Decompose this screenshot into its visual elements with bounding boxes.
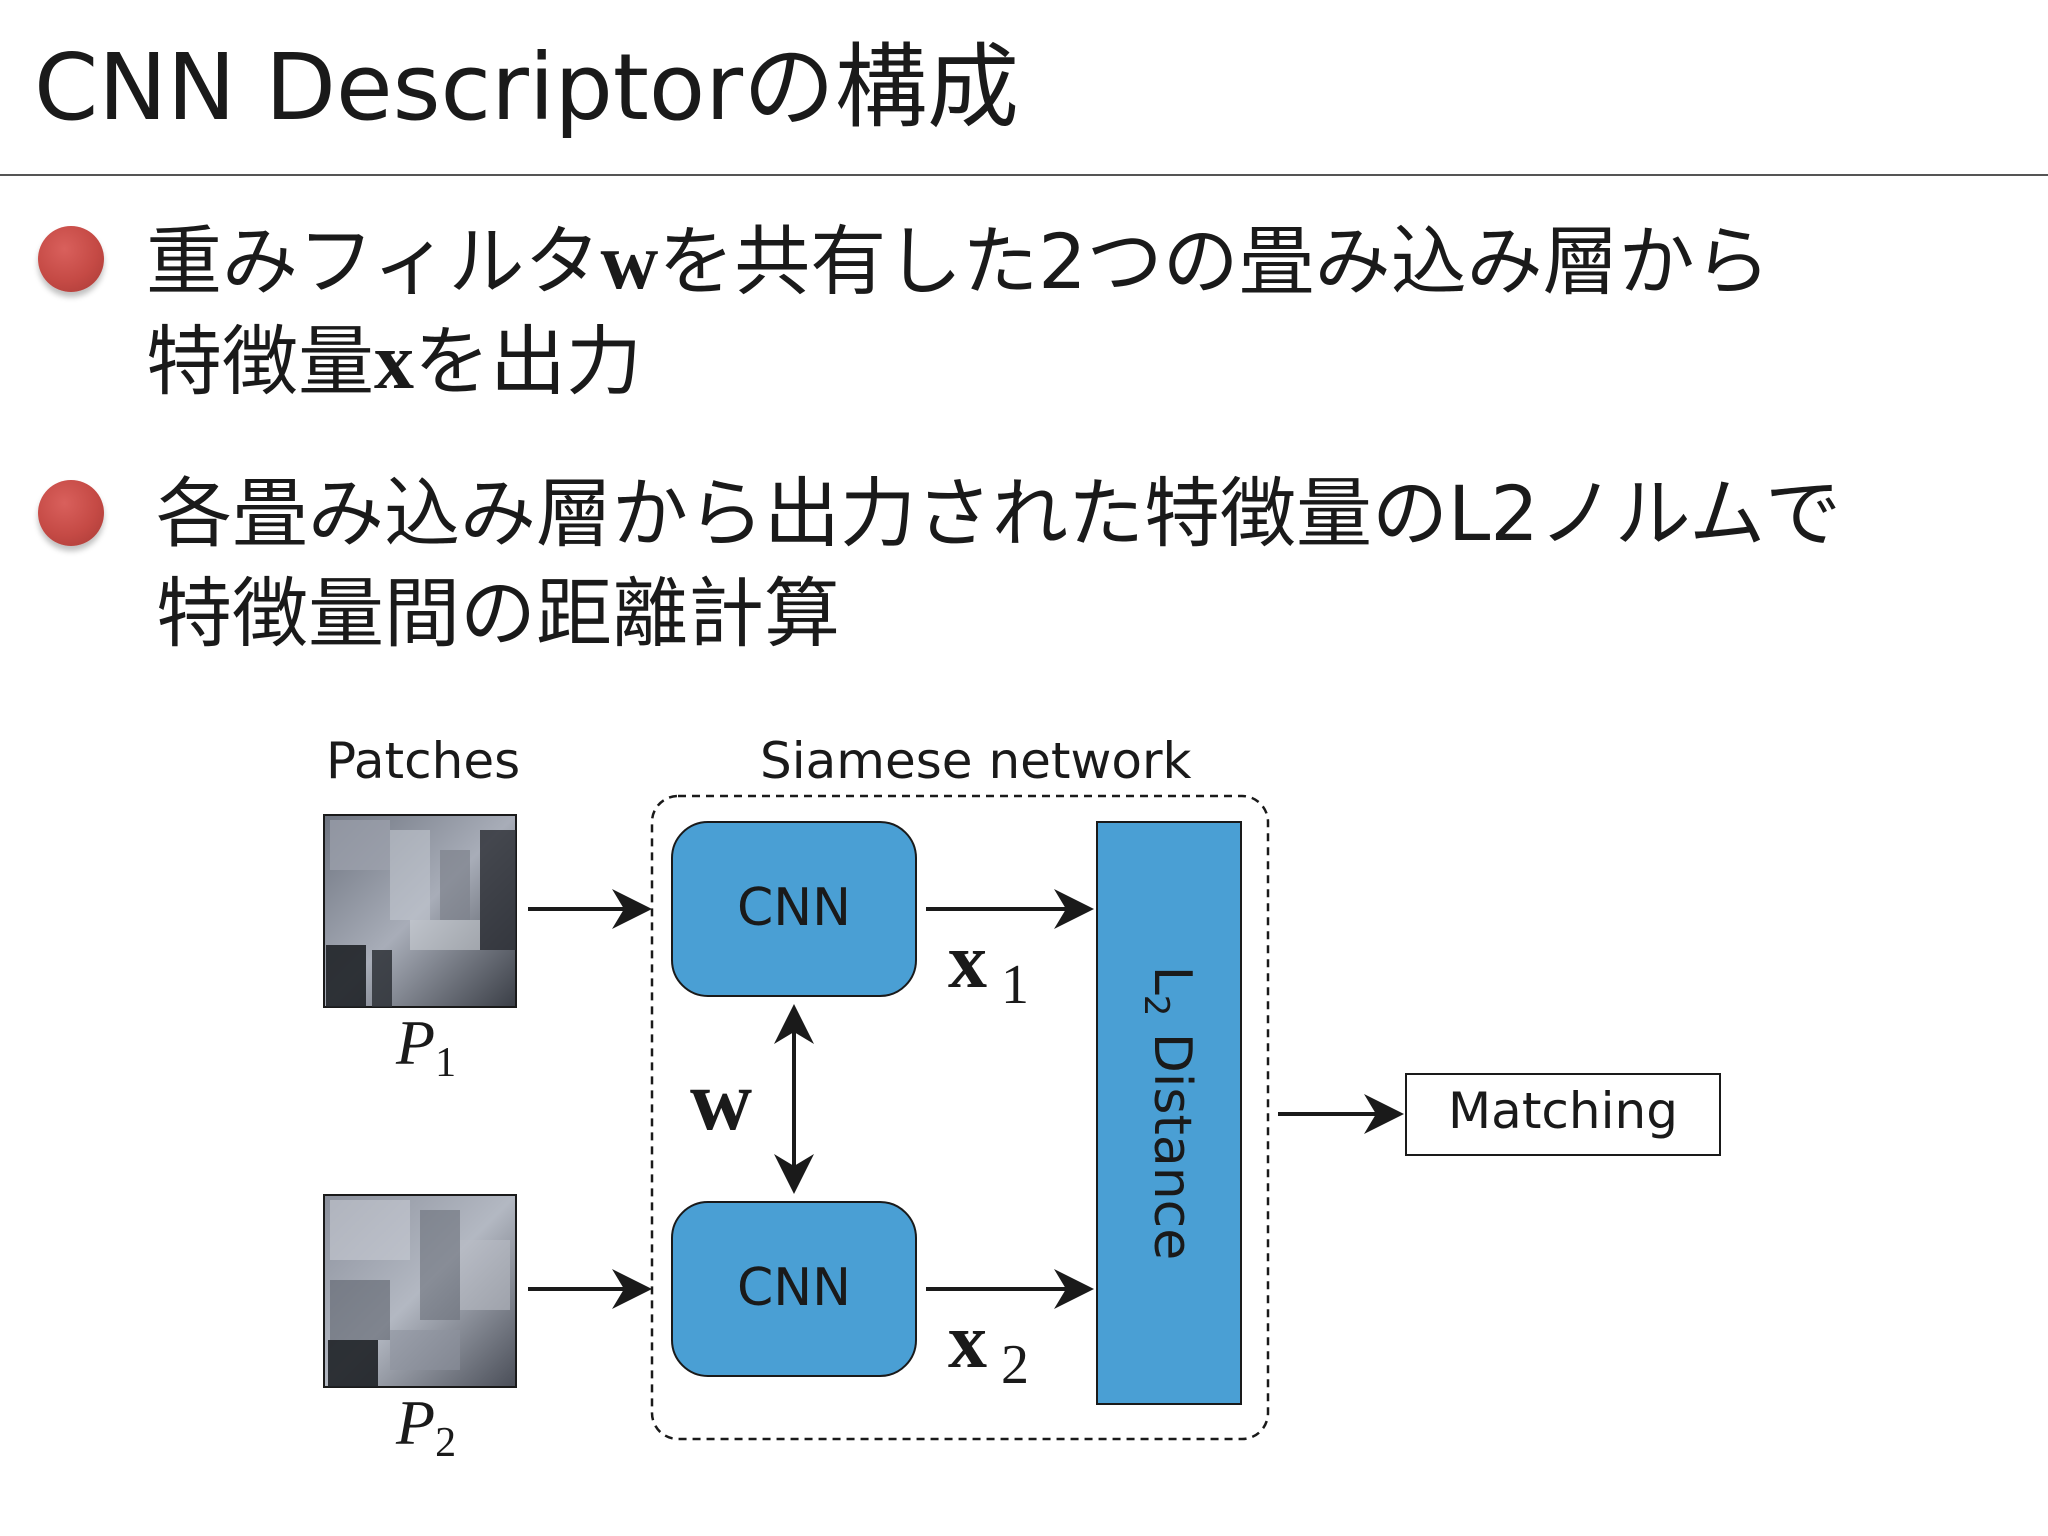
l2-subscript: 2 bbox=[1136, 994, 1176, 1017]
matching-label: Matching bbox=[1448, 1082, 1678, 1140]
bullet-1-line-1-rest: を共有した2つの畳み込み層から bbox=[658, 217, 1771, 306]
p2-subscript: 2 bbox=[435, 1420, 457, 1466]
siamese-network-container bbox=[650, 794, 1270, 1441]
x2-subscript: 2 bbox=[1001, 1334, 1029, 1396]
cnn-label-bottom: CNN bbox=[736, 1258, 852, 1318]
patches-label: Patches bbox=[326, 732, 521, 790]
p1-subscript: 1 bbox=[435, 1040, 457, 1086]
x1-subscript: 1 bbox=[1001, 954, 1029, 1016]
diagram-graphics bbox=[323, 794, 1721, 1441]
bullet-1: 重みフィルタwを共有した2つの畳み込み層から 特徴量xを出力 bbox=[146, 212, 1771, 412]
l2-main: L bbox=[1142, 965, 1202, 995]
bullet-2-line-2: 特徴量間の距離計算 bbox=[156, 569, 840, 658]
x2-symbol: x bbox=[948, 1297, 987, 1384]
bullet-2-line-1: 各畳み込み層から出力された特徴量のL2ノルムで bbox=[156, 469, 1842, 558]
w-label: w bbox=[690, 1052, 753, 1148]
slide-title: CNN Descriptorの構成 bbox=[34, 34, 1020, 141]
l2-distance-label: L2 Distance bbox=[1136, 966, 1202, 1261]
p1-symbol: P bbox=[396, 1007, 436, 1078]
patch-p2-image bbox=[323, 1194, 517, 1388]
matching-box bbox=[1405, 1073, 1721, 1156]
siamese-network-label: Siamese network bbox=[760, 732, 1192, 790]
bullet-1-line-1-text: 重みフィルタ bbox=[146, 217, 601, 306]
bullet-1-x-variable: x bbox=[374, 318, 414, 406]
x1-symbol: x bbox=[948, 917, 987, 1004]
l2-distance-box bbox=[1096, 821, 1242, 1405]
bullet-1-line-2: 特徴量xを出力 bbox=[146, 312, 1771, 412]
patch-p1-image bbox=[323, 814, 517, 1008]
bullet-1-line-2-rest: を出力 bbox=[414, 317, 642, 406]
bullet-2: 各畳み込み層から出力された特徴量のL2ノルムで 特徴量間の距離計算 bbox=[156, 464, 1841, 664]
cnn-box-top bbox=[671, 821, 917, 997]
bullet-1-w-variable: w bbox=[600, 218, 659, 306]
l2-rest: Distance bbox=[1142, 1016, 1202, 1261]
p1-label: P1 bbox=[396, 1006, 456, 1087]
p2-label: P2 bbox=[396, 1386, 456, 1467]
bullet-dot-2 bbox=[38, 480, 104, 546]
bullet-1-line-1: 重みフィルタwを共有した2つの畳み込み層から bbox=[146, 212, 1771, 312]
bullet-dot-1 bbox=[38, 226, 104, 292]
bullet-1-line-2-text: 特徴量 bbox=[146, 317, 374, 406]
cnn-label-top: CNN bbox=[736, 878, 852, 938]
title-divider bbox=[0, 174, 2048, 176]
p2-symbol: P bbox=[396, 1387, 436, 1458]
cnn-box-bottom bbox=[671, 1201, 917, 1377]
